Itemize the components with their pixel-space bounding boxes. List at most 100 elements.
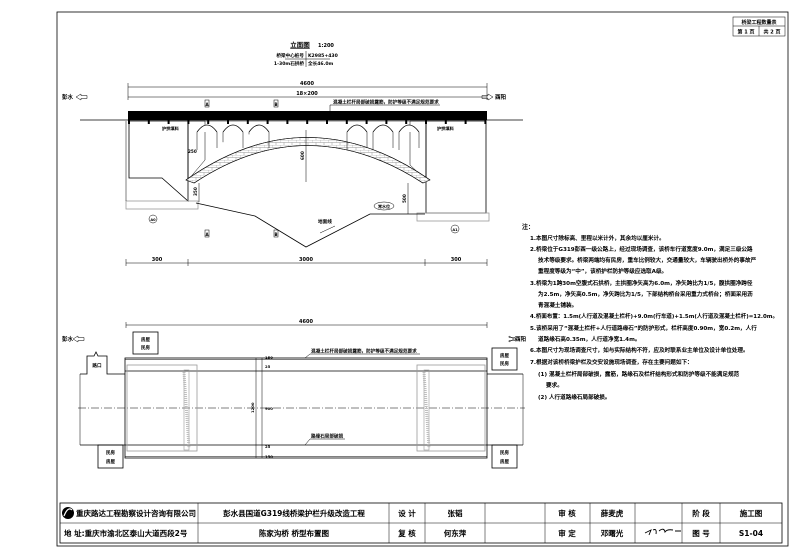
section-mark-a: A (205, 102, 209, 107)
review-label: 审 核 (558, 508, 576, 518)
arrow-left-icon (72, 335, 85, 343)
width-total-dim: 1200 (250, 402, 255, 413)
railing-post (286, 120, 289, 124)
info-value: K2985+430 (308, 53, 338, 59)
direction-right-label: 酉阳 (495, 93, 507, 101)
company-address: 地 址:重庆市渝北区泰山大道西段2号 (64, 528, 188, 538)
railing-post (306, 120, 309, 124)
house-label: 房屋 (141, 336, 150, 343)
company-logo-icon (62, 507, 74, 519)
note-line: 3.桥梁为1跨30m空腹式石拱桥，主拱圈净矢高为6.0m，净矢跨比为1/5，腹拱… (530, 279, 753, 287)
junction-label: 路口 (92, 362, 102, 369)
abutment-right-label: A1 (452, 228, 458, 232)
railing-post (444, 120, 447, 124)
reviewer-name: 薛麦虎 (601, 508, 624, 518)
spandrel-arch (346, 124, 368, 133)
section-mark-b: B (274, 102, 277, 107)
railing-post (464, 120, 467, 124)
check-label: 复 核 (397, 528, 416, 538)
info-value: 全长46.0m (307, 60, 334, 67)
dim-right-abutment: 300 (451, 257, 462, 263)
width-dim: 25 (265, 364, 271, 369)
water-level-label: 常水位 (378, 203, 390, 209)
left-abutment (128, 120, 189, 202)
plan-callout-curb: 路缘石局部破损 (311, 433, 344, 440)
sheet-header-table: 桥梁工程数量表 第 1 页 共 2 页 (732, 16, 786, 37)
note-line: 青混凝土铺装。 (538, 301, 577, 309)
house-label: 房屋 (500, 458, 509, 465)
dim-total-plan: 4600 (299, 319, 313, 325)
approve-label: 审 定 (558, 528, 576, 538)
house-label: 民房 (141, 344, 150, 351)
railing-post (345, 120, 348, 124)
dim-total-elevation: 4600 (300, 81, 314, 87)
elevation-title: 立面图 (290, 40, 310, 49)
house-box: 民房 房屋 (97, 444, 124, 469)
right-abutment (425, 120, 487, 214)
plan-callout-railing: 混凝土栏杆局部破损露筋，防护等级不满足规范要求 (311, 348, 417, 355)
railing-post (365, 120, 368, 124)
plan-direction-right: 酉阳 (515, 335, 527, 343)
section-mark-a: A (205, 232, 209, 237)
note-line: 2.桥梁位于G319彭酉一级公路上，经过现场调查，该桥车行道宽度9.0m，满足三… (530, 245, 753, 253)
notes: 注： 1.本图尺寸除标高、里程以米计外，其余均以厘米计。2.桥梁位于G319彭酉… (522, 223, 778, 401)
dim-span-elevation: 18×200 (296, 91, 318, 97)
spandrel-arch (196, 124, 218, 133)
right-fill-label: 护拱填料 (437, 125, 455, 132)
checker-name: 何东萍 (444, 528, 467, 538)
railing-post (246, 120, 249, 124)
dim-left-abutment: 300 (152, 257, 163, 263)
house-box: 民房 房屋 (491, 444, 518, 469)
arch-rise-dim: 600 (300, 151, 305, 160)
width-dim: 900 (265, 406, 273, 411)
stage-label: 阶 段 (692, 508, 710, 518)
railing-post (484, 120, 487, 124)
main-arch (185, 137, 431, 184)
arrow-left-icon (75, 93, 88, 101)
house-box: 房屋 民房 (132, 331, 159, 355)
railing-post (385, 120, 388, 124)
house-label: 民房 (106, 449, 115, 456)
title-block: 重庆路达工程勘察设计咨询有限公司 地 址:重庆市渝北区泰山大道西段2号 彭水县国… (59, 502, 783, 544)
stage-value: 施工图 (740, 508, 763, 518)
note-line: (2) 人行道路缘石局部破损。 (538, 393, 610, 401)
company-name: 重庆路达工程勘察设计咨询有限公司 (76, 508, 196, 518)
note-line: 4.桥面布置：1.5m(人行道及混凝土栏杆)+9.0m(行车道)+1.5m(人行… (530, 312, 778, 320)
railing-post (227, 120, 229, 124)
note-line: 5.该桥采用了“混凝土栏杆+人行道路缘石”的防护形式，栏杆高度0.90m，宽0.… (530, 324, 757, 332)
design-label: 设 计 (398, 508, 416, 518)
note-line: 1.本图尺寸除标高、里程以米计外，其余均以厘米计。 (530, 234, 665, 242)
side-height-dim: 350 (193, 187, 198, 196)
dim-main-span: 3000 (299, 257, 313, 263)
railing-post (207, 120, 210, 124)
house-label: 房屋 (106, 458, 115, 465)
number-label: 图 号 (692, 529, 710, 538)
drawing-number: S1-04 (739, 529, 763, 538)
arrow-right-icon (481, 93, 494, 101)
width-dim: 25 (265, 444, 271, 449)
note-line: 6.本图尺寸为现场调查尺寸，如与实际结构不符，应及时联系业主单位及设计单位处理。 (530, 346, 749, 354)
abutment-left-label: A0 (150, 218, 156, 222)
ground-line (195, 202, 425, 248)
house-label: 民房 (500, 449, 509, 456)
railing-post (147, 120, 150, 124)
pier-height-dim: 500 (402, 194, 407, 203)
direction-left-label: 彭水 (62, 93, 74, 101)
opening-dim: 250 (188, 149, 197, 154)
abutment-marker-a0 (148, 214, 158, 224)
elevation-view: 立面图 1:200 桥梁中心桩号 K2985+430 1-30m石拱桥 全长46… (62, 40, 523, 266)
spandrel-arch (372, 124, 394, 133)
project-name: 彭水县国道G319线桥梁护栏升级改造工程 (223, 508, 365, 518)
sheet-border (56, 11, 789, 547)
railing-post (167, 120, 170, 124)
designer-name: 张韬 (448, 508, 463, 518)
bridge-deck (128, 111, 487, 120)
note-line: 为2.5m，净矢高0.5m，净矢跨比为1/5，下部结构桥台采用重力式桥台；桥面采… (538, 290, 753, 298)
house-label: 民房 (500, 360, 509, 367)
railing-post (326, 120, 328, 124)
width-dim: 150 (265, 355, 273, 360)
left-fill-label: 护拱填料 (162, 125, 180, 132)
note-line: 7.根据对该桥桥梁护栏及交安设施现场调查，存在主要问题如下： (530, 358, 693, 366)
note-line: (1) 混凝土栏杆局部破损，露筋，路缘石及栏杆结构形式和防护等级不能满足规范 (538, 370, 740, 378)
